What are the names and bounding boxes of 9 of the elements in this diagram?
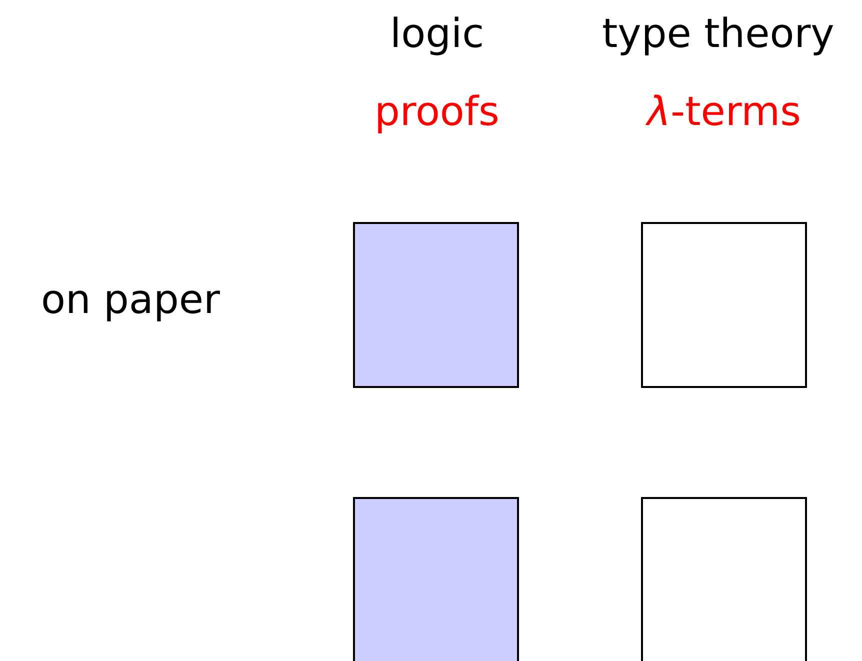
square-box [641, 222, 807, 388]
column-heading: logic [390, 10, 484, 58]
square-box [641, 497, 807, 661]
row-heading: on paper [41, 276, 220, 324]
square-box [353, 497, 519, 661]
column-subheading: λ-terms [647, 88, 801, 136]
column-heading: type theory [602, 10, 834, 58]
square-box [353, 222, 519, 388]
column-subheading: proofs [374, 88, 500, 136]
